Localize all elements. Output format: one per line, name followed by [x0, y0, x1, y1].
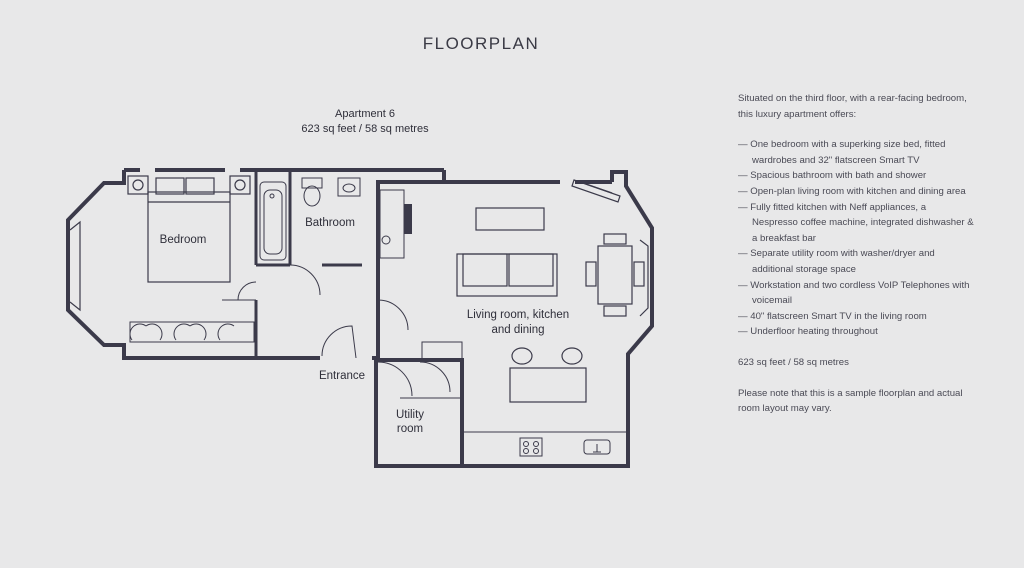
workstation	[379, 189, 405, 259]
tv-stand	[475, 207, 545, 231]
doors	[222, 264, 460, 399]
page-title: FLOORPLAN	[422, 34, 540, 53]
interior-walls	[254, 170, 464, 466]
apartment-size: 623 sq feet / 58 sq metres	[301, 123, 429, 135]
description-note: Please note that this is a sample floorp…	[738, 387, 963, 415]
description-panel: Situated on the third floor, with a rear…	[738, 91, 974, 417]
apartment-caption: Apartment 6 623 sq feet / 58 sq metres	[265, 107, 465, 137]
tv-unit	[404, 204, 412, 234]
dining-table	[585, 233, 645, 317]
wardrobes	[129, 321, 255, 343]
wall-tv	[571, 179, 621, 203]
kitchen-counter	[462, 431, 628, 457]
utility-units	[421, 341, 463, 361]
room-label-utility-2: room	[397, 423, 423, 435]
description-intro: Situated on the third floor, with a rear…	[738, 93, 967, 120]
room-label-entrance: Entrance	[319, 370, 365, 382]
sofa	[456, 253, 558, 297]
list-item: — Spacious bathroom with bath and shower	[738, 170, 927, 182]
list-item: — Separate utility room with washer/drye…	[738, 248, 935, 275]
room-label-utility-1: Utility	[396, 409, 424, 421]
room-label-bathroom: Bathroom	[305, 217, 355, 229]
list-item: — Underfloor heating throughout	[738, 326, 878, 338]
room-label-bedroom: Bedroom	[160, 234, 207, 246]
list-item: — Workstation and two cordless VoIP Tele…	[738, 279, 970, 307]
list-item: — Fully fitted kitchen with Neff applian…	[738, 201, 974, 244]
feature-list: — One bedroom with a superking size bed,…	[738, 137, 974, 340]
description-size: 623 sq feet / 58 sq metres	[738, 356, 849, 368]
list-item: — One bedroom with a superking size bed,…	[738, 139, 946, 166]
bathroom-fixtures	[259, 177, 361, 261]
apartment-name: Apartment 6	[335, 108, 395, 120]
bed	[127, 175, 251, 283]
room-label-living-1: Living room, kitchen	[467, 309, 569, 321]
windows	[69, 220, 649, 317]
room-label-living-2: and dining	[491, 324, 544, 336]
list-item: — Open-plan living room with kitchen and…	[738, 185, 966, 197]
list-item: — 40" flatscreen Smart TV in the living …	[738, 310, 927, 322]
breakfast-bar	[509, 347, 587, 403]
